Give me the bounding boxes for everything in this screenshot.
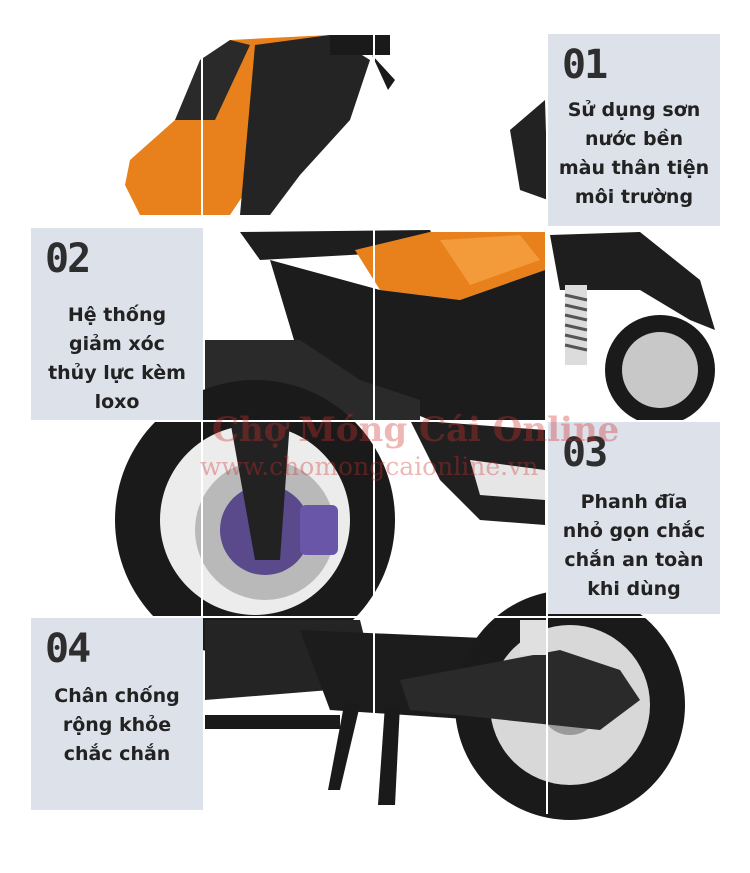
feature-card-03: 03 Phanh đĩa nhỏ gọn chắc chắn an toàn k… [548,422,720,614]
watermark-title: Chợ Móng Cái Online [212,410,620,450]
kickstand [328,700,360,790]
feature-number: 02 [45,236,91,282]
feature-number: 01 [562,42,608,88]
feature-text: Chân chống rộng khỏe chắc chắn [54,685,180,765]
watermark-url: www.chomongcaionline.vn [200,452,539,481]
feature-card-02: 02 Hệ thống giảm xóc thủy lực kèm loxo [31,228,203,420]
feature-card-04: 04 Chân chống rộng khỏe chắc chắn [31,618,203,810]
feature-text: Phanh đĩa nhỏ gọn chắc chắn an toàn khi … [562,491,706,600]
feature-number: 03 [562,430,608,476]
grid-line [0,420,750,422]
feature-text: Sử dụng sơn nước bền màu thân tiện môi t… [558,99,710,208]
feature-number: 04 [45,626,91,672]
grid-line [546,34,548,814]
exhaust [400,650,640,730]
grid-line [0,616,750,618]
grid-line [201,34,203,814]
feature-text: Hệ thống giảm xóc thủy lực kèm loxo [48,304,186,413]
feature-card-01: 01 Sử dụng sơn nước bền màu thân tiện mô… [548,34,720,226]
grid-line [0,226,750,228]
grid-line [373,34,375,814]
